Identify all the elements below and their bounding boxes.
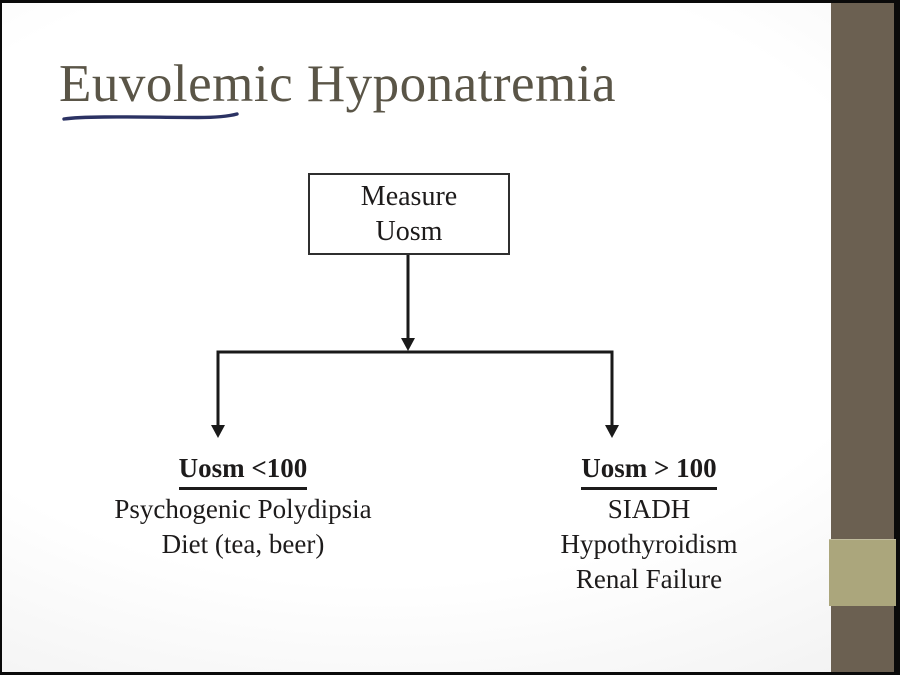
left-branch-heading: Uosm <100 xyxy=(78,451,408,490)
root-box-line2: Uosm xyxy=(375,216,443,247)
right-branch-item: SIADH xyxy=(607,494,691,524)
slide-background xyxy=(2,3,831,672)
right-branch-item: Hypothyroidism xyxy=(560,529,738,559)
left-branch-heading-text: Uosm <100 xyxy=(178,451,308,490)
right-branch-item: Renal Failure xyxy=(575,564,723,594)
right-branch-block: Uosm > 100 SIADH Hypothyroidism Renal Fa… xyxy=(498,451,800,597)
left-branch-item: Psychogenic Polydipsia xyxy=(114,494,372,524)
slide-title: Euvolemic Hyponatremia xyxy=(59,55,617,113)
title-underline-ink xyxy=(62,112,239,121)
right-branch-heading-text: Uosm > 100 xyxy=(581,451,717,490)
slide-sidebar-accent-block xyxy=(829,539,896,606)
root-box-line1: Measure xyxy=(360,181,458,212)
right-branch-heading: Uosm > 100 xyxy=(498,451,800,490)
left-branch-block: Uosm <100 Psychogenic Polydipsia Diet (t… xyxy=(78,451,408,562)
left-branch-item: Diet (tea, beer) xyxy=(161,529,325,559)
flowchart-root-box: Measure Uosm xyxy=(308,173,510,255)
